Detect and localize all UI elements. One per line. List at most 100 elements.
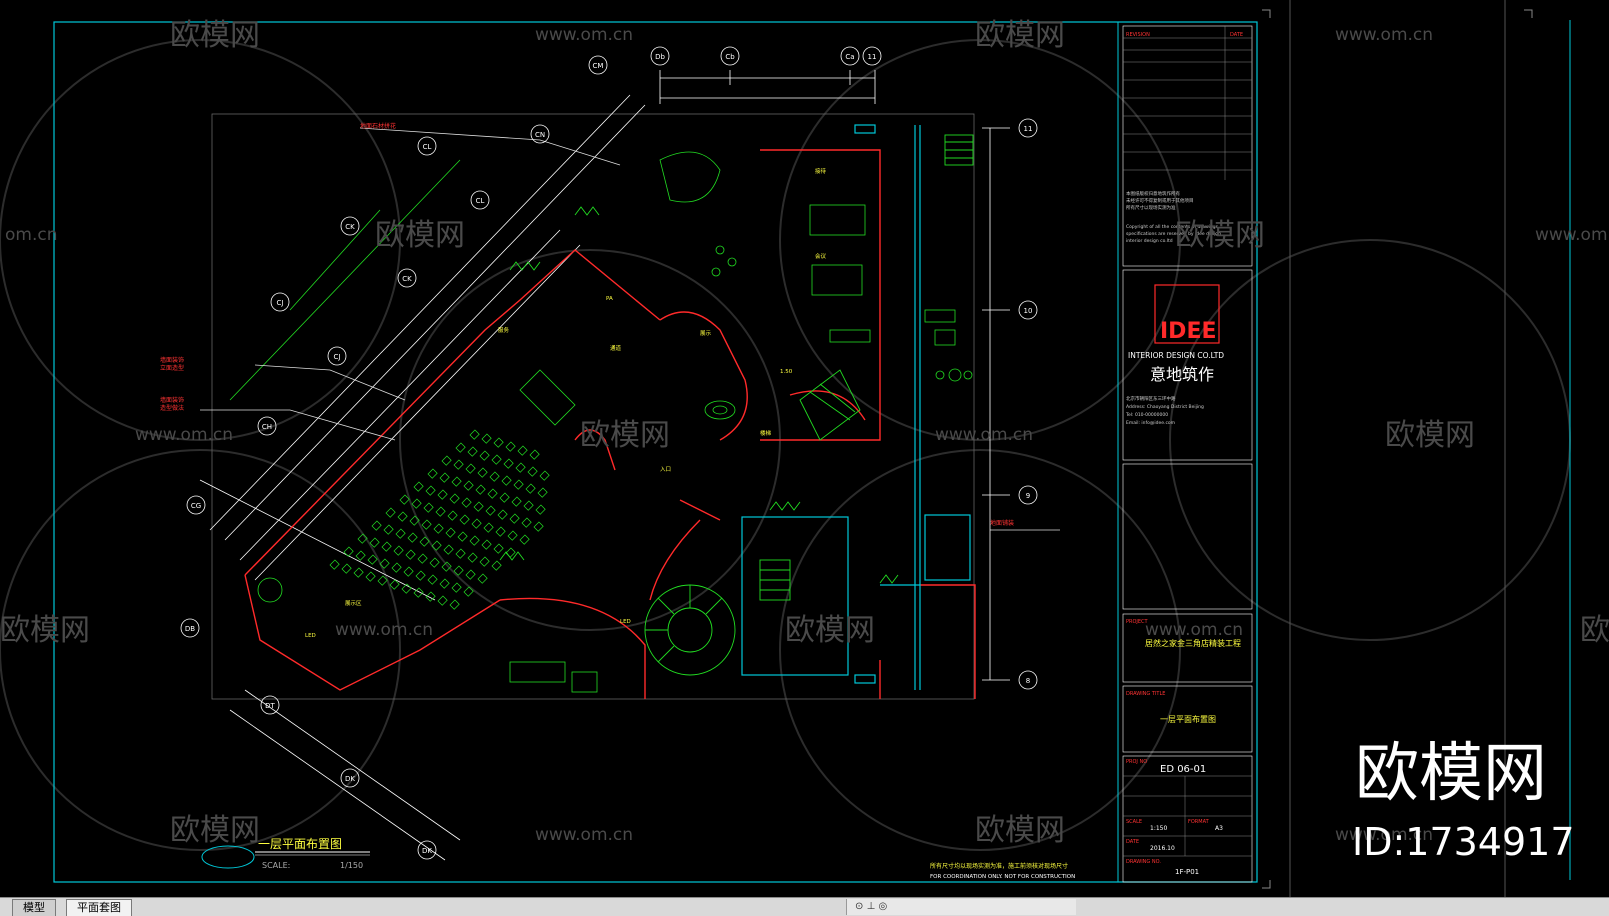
watermark-url-10: www.om.cn xyxy=(1335,825,1433,845)
seat xyxy=(425,591,436,602)
watermark-brand-11: 欧模网 xyxy=(975,813,1065,848)
watermark-url-1: www.om.cn xyxy=(535,25,633,45)
seat xyxy=(513,479,524,490)
title-block: REVISION DATE 本图纸版权归意地筑作所有 未经许可不得复制或用于其他… xyxy=(1117,21,1258,883)
watermark-url-3: om.cn xyxy=(5,225,58,245)
seat xyxy=(459,514,470,525)
ortho-icon[interactable]: ⊥ xyxy=(866,901,876,912)
seat xyxy=(391,562,402,573)
seat xyxy=(469,535,480,546)
seat xyxy=(427,468,438,479)
grid-bubble xyxy=(840,46,860,66)
seat xyxy=(429,557,440,568)
svg-text:立面造型: 立面造型 xyxy=(160,364,184,372)
watermark-brand-3: 欧模网 xyxy=(375,218,465,253)
diagonal-grid-green xyxy=(229,159,461,401)
seating-grid xyxy=(329,429,550,610)
seat xyxy=(519,534,530,545)
seat xyxy=(377,575,388,586)
watermark-url-4: www.om.cn xyxy=(1535,225,1609,245)
watermark-brand-7: 欧模网 xyxy=(0,613,90,648)
grid-bubble-label: DK xyxy=(422,847,432,855)
annotation-texts: 地面石材拼花 墙面装饰 立面造型 墙面装饰 造型做法 地面铺装 xyxy=(160,122,1014,527)
seat xyxy=(437,595,448,606)
grid-bubble xyxy=(1018,485,1038,505)
seat xyxy=(527,466,538,477)
seat xyxy=(467,446,478,457)
top-dimension xyxy=(659,70,876,104)
seat xyxy=(397,511,408,522)
svg-text:造型做法: 造型做法 xyxy=(160,404,184,412)
seat xyxy=(379,558,390,569)
seat xyxy=(479,556,490,567)
svg-text:specifications are reserved by: specifications are reserved by idee desi… xyxy=(1126,231,1221,237)
watermark-url-8: www.om.cn xyxy=(1145,620,1243,640)
project-name: 居然之家金三角店精装工程 xyxy=(1145,638,1241,648)
grid-bubble xyxy=(180,618,200,638)
diagonal-grid xyxy=(199,94,646,861)
seat xyxy=(479,450,490,461)
proj-no-label: PROJ NO xyxy=(1126,759,1147,765)
svg-text:Tel: 010-00000000: Tel: 010-00000000 xyxy=(1125,412,1168,418)
seat xyxy=(401,583,412,594)
grid-bubble-label: CL xyxy=(476,197,485,205)
date-tb: 2016.10 xyxy=(1150,845,1175,852)
seat xyxy=(509,513,520,524)
tab-model[interactable]: 模型 xyxy=(12,899,56,916)
seat xyxy=(385,507,396,518)
grid-bubble-label: 8 xyxy=(1026,677,1030,685)
room-labels: 接待 会议 展示 通道 1.50 楼梯 入口 展示区 LED LED 服务 PA xyxy=(305,167,827,639)
seat xyxy=(523,500,534,511)
tab-layout-plan[interactable]: 平面套图 xyxy=(66,899,132,916)
seat xyxy=(417,553,428,564)
grid-bubble xyxy=(1018,118,1038,138)
grid-bubble xyxy=(260,695,280,715)
seat xyxy=(441,455,452,466)
drawing-title-group: 一层平面布置图 SCALE: 1/150 xyxy=(201,837,370,870)
seat xyxy=(439,472,450,483)
revision-label: REVISION xyxy=(1126,32,1150,38)
seat xyxy=(451,582,462,593)
grid-bubble xyxy=(186,495,206,515)
grid-bubble xyxy=(257,416,277,436)
seat xyxy=(355,550,366,561)
seat xyxy=(463,586,474,597)
seat xyxy=(411,498,422,509)
svg-text:所有尺寸以现场实测为准: 所有尺寸以现场实测为准 xyxy=(1126,204,1176,211)
seat xyxy=(505,441,516,452)
drawing-title: 一层平面布置图 xyxy=(258,837,342,851)
seat xyxy=(455,442,466,453)
svg-text:接待: 接待 xyxy=(815,167,827,175)
polar-icon[interactable]: ◎ xyxy=(878,901,888,912)
svg-text:未经许可不得复制或用于其他项目: 未经许可不得复制或用于其他项目 xyxy=(1126,197,1194,204)
seat xyxy=(495,526,506,537)
status-toolbar[interactable]: ⊙ ⊥ ◎ xyxy=(846,899,1076,915)
watermark-logos: 欧模网 欧模网 欧模网 欧模网 欧模网 欧模网 欧模网 欧模网 欧模网 欧模网 … xyxy=(0,18,1609,848)
seat xyxy=(475,484,486,495)
cad-model-canvas[interactable]: 地面石材拼花 墙面装饰 立面造型 墙面装饰 造型做法 地面铺装 接待 会议 展示… xyxy=(0,0,1609,897)
snap-icon[interactable]: ⊙ xyxy=(855,901,864,912)
scale-value: 1/150 xyxy=(340,861,363,870)
bottom-note-en: FOR COORDINATION ONLY. NOT FOR CONSTRUCT… xyxy=(930,874,1075,880)
grid-bubble xyxy=(1018,670,1038,690)
grid-bubble-label: CN xyxy=(535,131,545,139)
seat xyxy=(477,467,488,478)
seat xyxy=(383,524,394,535)
seat xyxy=(371,520,382,531)
seat xyxy=(533,521,544,532)
seat xyxy=(451,476,462,487)
seat xyxy=(449,599,460,610)
grid-bubble xyxy=(470,190,490,210)
grid-bubble xyxy=(1018,300,1038,320)
grid-bubble xyxy=(417,136,437,156)
grid-bubble xyxy=(588,55,608,75)
date-label-tb: DATE xyxy=(1126,839,1139,845)
seat xyxy=(433,523,444,534)
seat xyxy=(491,454,502,465)
seat xyxy=(511,496,522,507)
grid-bubble-label: DT xyxy=(265,702,275,710)
seat xyxy=(501,475,512,486)
cyan-structure xyxy=(741,124,971,690)
svg-text:LED: LED xyxy=(620,619,631,625)
